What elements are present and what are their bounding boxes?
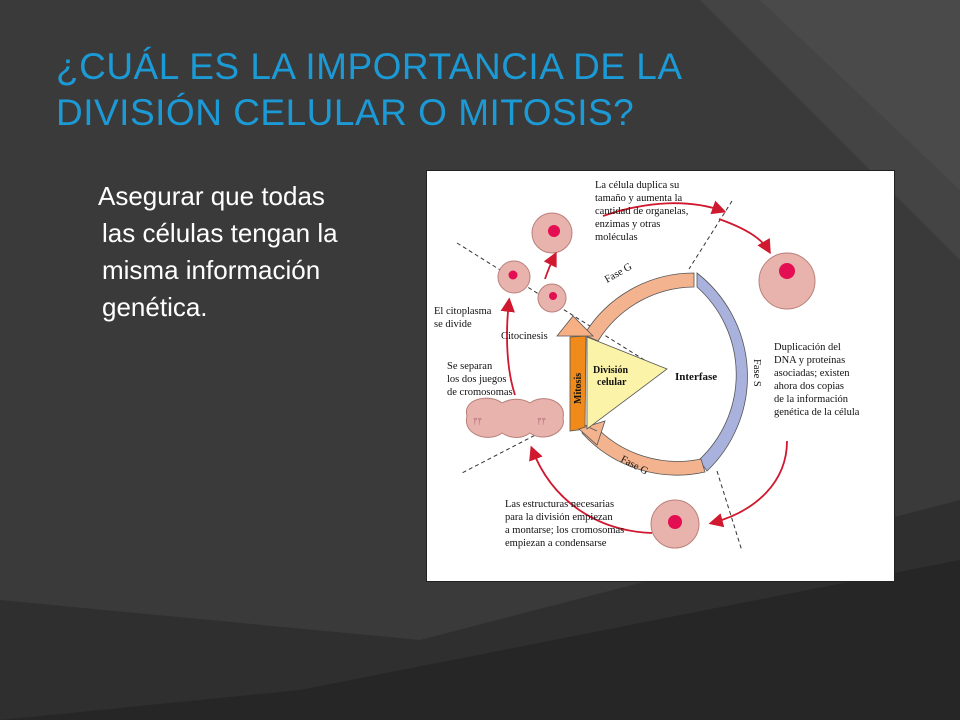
nucleus	[549, 292, 557, 300]
svg-text:La célula duplica su: La célula duplica su	[595, 180, 680, 191]
svg-text:de la información: de la información	[774, 394, 849, 405]
nucleus	[779, 263, 795, 279]
svg-text:᥅᥅: ᥅᥅	[473, 415, 482, 426]
left-top-note: El citoplasma se divide	[434, 306, 492, 330]
nucleus	[508, 270, 518, 280]
nucleus	[548, 225, 560, 237]
bullet-line-3: misma información	[102, 255, 321, 285]
nucleus	[668, 515, 682, 529]
top-note: La célula duplica su tamaño y aumenta la…	[595, 180, 688, 243]
phase-g1-segment	[583, 272, 695, 342]
svg-text:Las estructuras necesarias: Las estructuras necesarias	[505, 499, 614, 510]
svg-text:asociadas; existen: asociadas; existen	[774, 368, 850, 379]
bottom-note: Las estructuras necesarias para la divis…	[505, 499, 624, 549]
svg-text:enzimas y otras: enzimas y otras	[595, 219, 660, 230]
svg-text:moléculas: moléculas	[595, 232, 638, 243]
cycle-ring	[556, 272, 748, 476]
svg-text:los dos juegos: los dos juegos	[447, 374, 507, 385]
cytokinesis-label: Citocinesis	[501, 331, 548, 342]
svg-text:ahora dos copias: ahora dos copias	[774, 381, 844, 392]
division-wedge	[586, 336, 668, 430]
bullet-line-2: las células tengan la	[102, 218, 338, 248]
svg-text:tamaño y aumenta la: tamaño y aumenta la	[595, 193, 683, 204]
cell-cycle-diagram: ᥅᥅ ᥅᥅ La célula duplica su tamaño y aume…	[426, 170, 895, 582]
svg-text:Duplicación del: Duplicación del	[774, 342, 841, 353]
bullet-line-4: genética.	[102, 292, 208, 322]
title-line-1: ¿CUÁL ES LA IMPORTANCIA DE LA	[56, 46, 683, 87]
svg-text:se divide: se divide	[434, 319, 472, 330]
title-line-2: DIVISIÓN CELULAR O MITOSIS?	[56, 92, 635, 133]
svg-text:El citoplasma: El citoplasma	[434, 306, 492, 317]
svg-text:Se separan: Se separan	[447, 361, 493, 372]
svg-text:para la división empiezan: para la división empiezan	[505, 512, 613, 523]
bullet-line-1: Asegurar que todas	[98, 181, 325, 211]
bullet-text: Asegurar que todas las células tengan la…	[60, 178, 420, 326]
cycle-arrowhead-top	[556, 315, 594, 337]
mitosis-label: Mitosis	[573, 373, 584, 404]
phase-g1-label: Fase G	[603, 261, 634, 285]
left-mid-note: Se separan los dos juegos de cromosomas	[447, 361, 513, 398]
phase-s-segment	[696, 272, 748, 472]
svg-text:genética de la célula: genética de la célula	[774, 407, 860, 418]
division-label-line-1: División	[593, 365, 628, 376]
svg-text:de cromosomas: de cromosomas	[447, 387, 513, 398]
right-note: Duplicación del DNA y proteínas asociada…	[774, 342, 860, 418]
cell-right-large	[758, 252, 816, 310]
svg-text:a montarse; los cromosomas: a montarse; los cromosomas	[505, 525, 624, 536]
svg-text:cantidad de organelas,: cantidad de organelas,	[595, 206, 688, 217]
cell-dividing	[465, 397, 564, 438]
svg-text:empiezan a condensarse: empiezan a condensarse	[505, 538, 607, 549]
phase-s-label: Fase S	[751, 359, 762, 387]
red-arrows	[500, 200, 788, 534]
svg-text:DNA y proteínas: DNA y proteínas	[774, 355, 845, 366]
svg-text:᥅᥅: ᥅᥅	[537, 415, 546, 426]
interphase-label: Interfase	[675, 371, 717, 383]
slide-title: ¿CUÁL ES LA IMPORTANCIA DE LA DIVISIÓN C…	[56, 44, 936, 136]
cycle-arrow-bottom-tail	[584, 424, 598, 432]
cells: ᥅᥅ ᥅᥅	[465, 212, 816, 549]
division-label-line-2: celular	[597, 377, 627, 388]
